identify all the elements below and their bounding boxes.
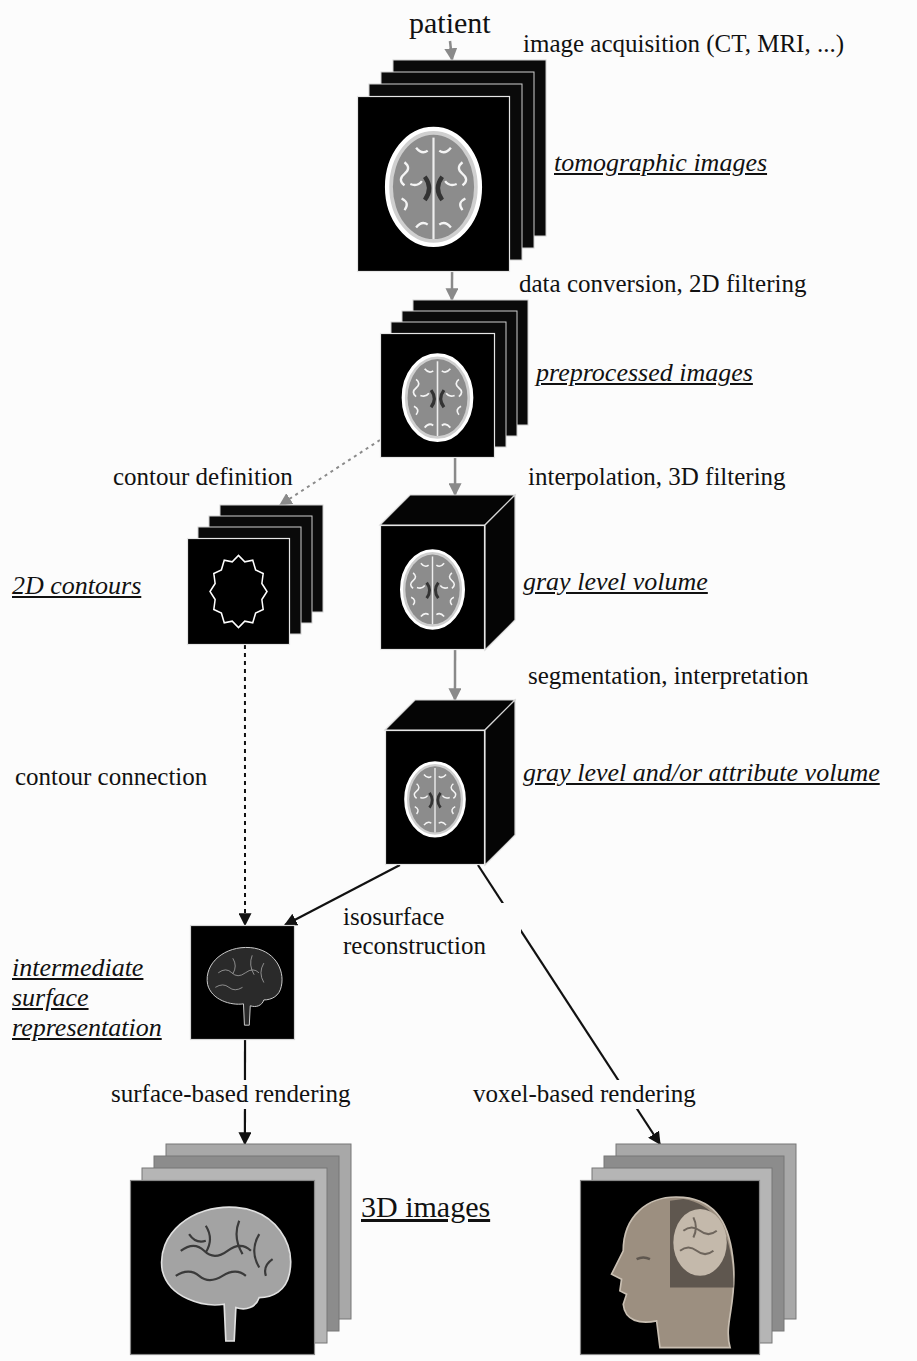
image-picture (207, 947, 282, 1025)
stage-label: preprocessed images (536, 358, 753, 388)
cube-side-face (485, 495, 515, 650)
flow-arrow (451, 272, 454, 300)
flow-arrow (454, 650, 457, 700)
image-stack (130, 1144, 351, 1355)
image-picture (401, 551, 463, 629)
flow-arrow (454, 458, 457, 495)
stage-label: 2D contours (12, 571, 141, 601)
step-label: image acquisition (CT, MRI, ...) (520, 30, 847, 59)
step-label: interpolation, 3D filtering (525, 463, 789, 492)
volume-cube: gray level and/or attribute volume (385, 700, 515, 865)
flow-arrow (450, 41, 452, 60)
stage-label: tomographic images (554, 148, 767, 178)
image-picture (612, 1197, 734, 1348)
step-label: segmentation, interpretation (525, 662, 811, 691)
node-outline (190, 925, 295, 1040)
flow-arrow (244, 645, 246, 925)
node-outline (357, 60, 546, 272)
step-label: contour definition (110, 463, 296, 492)
output-label: 3D images (358, 1190, 493, 1225)
step-label: data conversion, 2D filtering (516, 270, 809, 299)
source-label: patient (409, 6, 491, 41)
front-image (381, 334, 495, 458)
stage-label: gray level volume (523, 567, 708, 597)
image-stack (580, 1144, 796, 1355)
front-image (581, 1181, 760, 1355)
node-outline (380, 300, 528, 458)
front-image (358, 97, 510, 272)
image-stack: 2D contours (187, 505, 323, 645)
image-picture (162, 1207, 291, 1341)
node-outline (130, 1144, 351, 1355)
image-picture (387, 129, 480, 245)
image-picture (210, 555, 267, 627)
cube-front-face (386, 731, 485, 865)
cube-front-face (381, 526, 485, 650)
image-picture (403, 355, 471, 441)
node-outline (380, 495, 515, 650)
node-outline (187, 505, 323, 645)
image-picture (406, 763, 465, 837)
image-stack: preprocessed images (380, 300, 528, 458)
image-stack: tomographic images (357, 60, 546, 272)
text-node: patient (408, 6, 492, 41)
step-label: isosurface reconstruction (340, 903, 521, 961)
surface-image: intermediate surface representation (190, 925, 295, 1040)
volume-cube: gray level volume (380, 495, 515, 650)
front-image (191, 926, 295, 1040)
step-label: voxel-based rendering (470, 1080, 699, 1109)
front-image (131, 1181, 315, 1355)
stage-label: intermediate surface representation (12, 953, 184, 1043)
stage-label: gray level and/or attribute volume (523, 758, 880, 788)
cube-side-face (485, 700, 515, 865)
step-label: surface-based rendering (108, 1080, 353, 1109)
node-outline (580, 1144, 796, 1355)
step-label: contour connection (12, 763, 210, 792)
front-image (188, 539, 290, 645)
node-outline (385, 700, 515, 865)
